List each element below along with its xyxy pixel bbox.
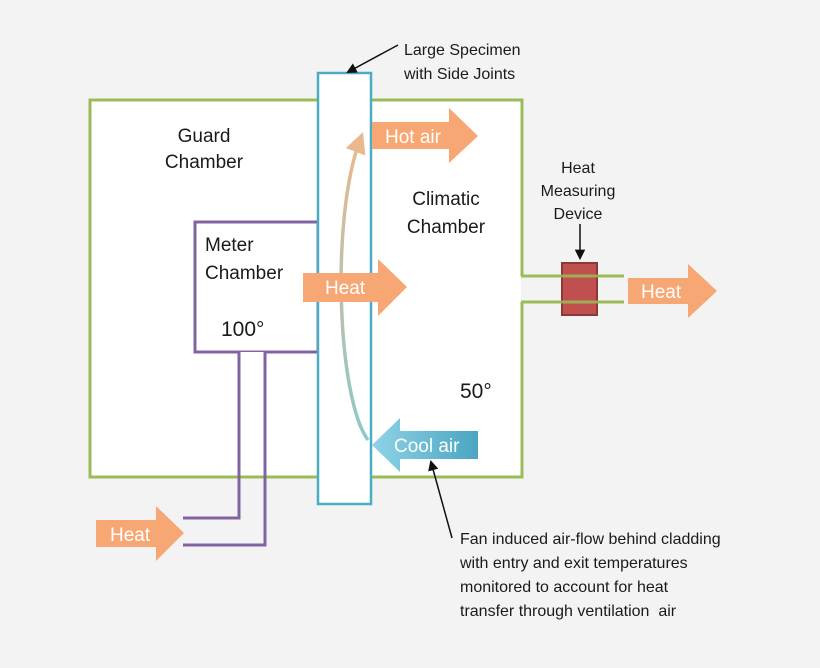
climatic-temperature: 50° <box>460 380 492 403</box>
hot-air-label: Hot air <box>385 127 442 148</box>
guard-chamber-label-line1: Guard <box>178 126 231 147</box>
specimen-pointer <box>346 44 399 73</box>
device-label-line2: Measuring <box>541 183 616 200</box>
heat-arrow-center <box>303 259 407 316</box>
air-flow-curve <box>339 132 370 442</box>
heat-right-label: Heat <box>641 282 682 303</box>
heat-measuring-device <box>561 262 598 316</box>
meter-duct-inner <box>183 352 267 547</box>
heat-arrow-left <box>96 506 184 561</box>
heat-left-label: Heat <box>110 525 151 546</box>
fan-note-pointer <box>428 459 453 539</box>
climatic-chamber-label-line1: Climatic <box>412 189 480 210</box>
climatic-chamber-label-line2: Chamber <box>407 217 486 238</box>
fan-note-line2: with entry and exit temperatures <box>459 555 688 572</box>
fan-note-line3: monitored to account for heat <box>460 579 669 596</box>
heat-arrow-right <box>628 264 717 318</box>
cool-air-arrow <box>372 418 478 472</box>
heat-center-label: Heat <box>325 278 366 299</box>
device-label-line1: Heat <box>561 160 595 177</box>
hot-air-arrow <box>372 108 478 163</box>
meter-duct-outer <box>183 352 241 520</box>
specimen-label-line1: Large Specimen <box>404 42 521 59</box>
fan-note-line1: Fan induced air-flow behind cladding <box>460 531 721 548</box>
meter-chamber-label-line1: Meter <box>205 235 254 256</box>
cool-air-label: Cool air <box>394 436 460 457</box>
meter-temperature: 100° <box>221 318 264 341</box>
fan-note-line4: transfer through ventilation air <box>460 603 677 620</box>
guard-chamber-label-line2: Chamber <box>165 152 244 173</box>
meter-chamber-label-line2: Chamber <box>205 263 284 284</box>
specimen-label-line2: with Side Joints <box>403 66 515 83</box>
device-label-line3: Device <box>554 206 603 223</box>
